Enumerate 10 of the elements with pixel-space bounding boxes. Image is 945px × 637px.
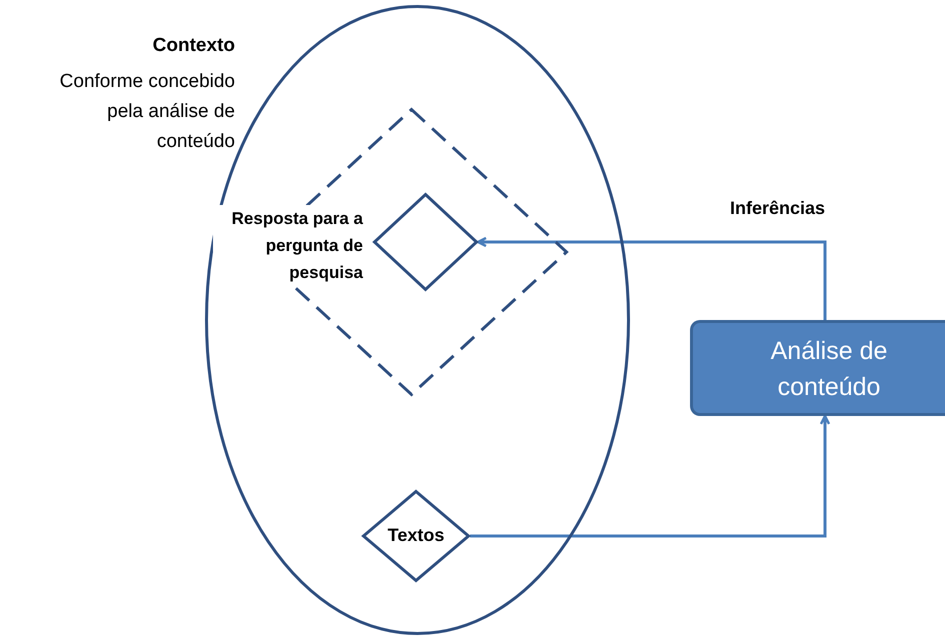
node-label: Resposta para a pergunta de pesquisa bbox=[213, 205, 363, 286]
heading: Contexto bbox=[152, 35, 235, 57]
arrow bbox=[476, 236, 826, 320]
edge-label: Inferências bbox=[730, 198, 825, 219]
process-box bbox=[690, 320, 945, 416]
description: Conforme concebido pela análise de conteúdo bbox=[58, 70, 235, 154]
node-label: Textos bbox=[386, 525, 446, 546]
arrow bbox=[470, 414, 830, 538]
diamond bbox=[362, 490, 470, 582]
node-label: Análise de conteúdo bbox=[770, 336, 888, 403]
